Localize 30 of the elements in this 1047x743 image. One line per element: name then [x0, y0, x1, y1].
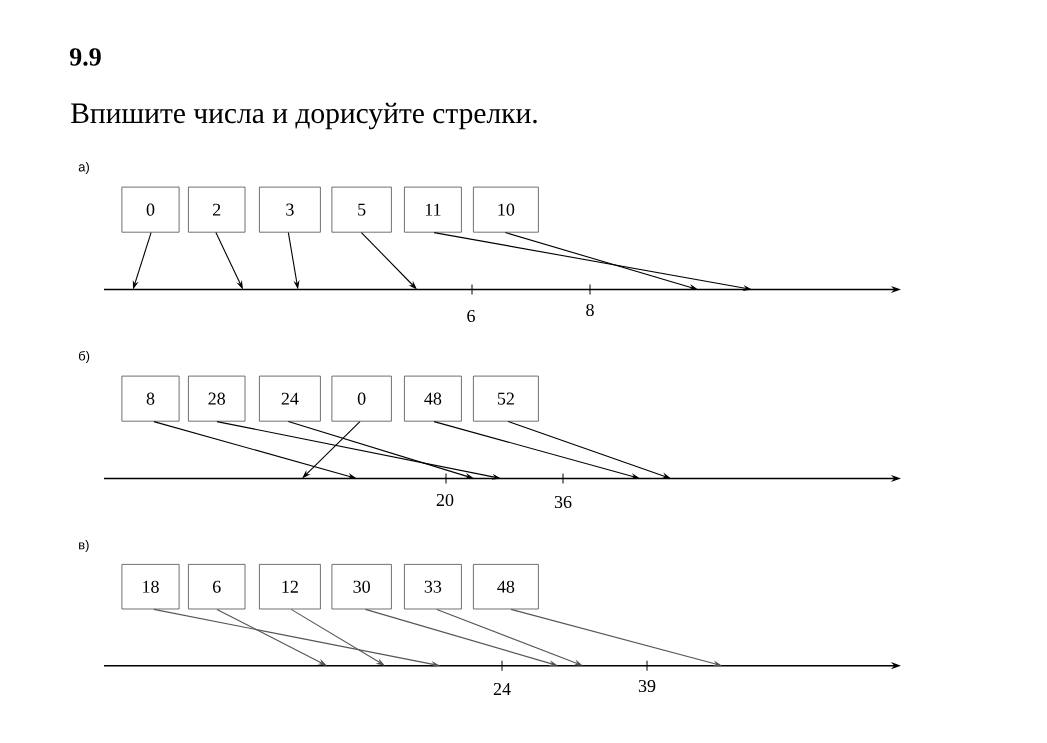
number-box: 5: [331, 186, 392, 233]
number-box: 12: [259, 564, 321, 610]
number-box: 48: [473, 564, 539, 610]
number-box: 18: [121, 564, 180, 610]
tick-label: 8: [586, 303, 594, 317]
tick-label: 24: [493, 683, 511, 695]
exercise-number: 9.9: [69, 48, 101, 66]
number-box: 28: [188, 375, 246, 422]
number-box: 10: [473, 186, 539, 233]
number-box: 33: [404, 564, 462, 610]
number-box: 0: [121, 186, 180, 233]
number-box: 0: [331, 375, 392, 422]
number-box: 8: [121, 375, 180, 422]
instruction-text: Впишите числа и дорисуйте стрелки.: [71, 102, 537, 130]
number-box: 30: [331, 564, 392, 610]
number-box: 3: [259, 186, 321, 233]
number-box: 24: [259, 375, 321, 422]
part-label: в): [79, 539, 89, 553]
tick-label: 39: [638, 679, 656, 693]
tick-label: 6: [467, 309, 475, 323]
number-box: 2: [188, 186, 246, 233]
tick-label: 36: [554, 495, 572, 509]
number-box: 52: [473, 375, 539, 422]
number-box: 48: [404, 375, 462, 422]
number-box: 6: [188, 564, 246, 610]
tick-label: 20: [436, 493, 454, 507]
arrow: [290, 608, 385, 666]
part-label: а): [78, 161, 89, 175]
part-label: б): [79, 350, 90, 364]
number-box: 11: [404, 186, 462, 233]
